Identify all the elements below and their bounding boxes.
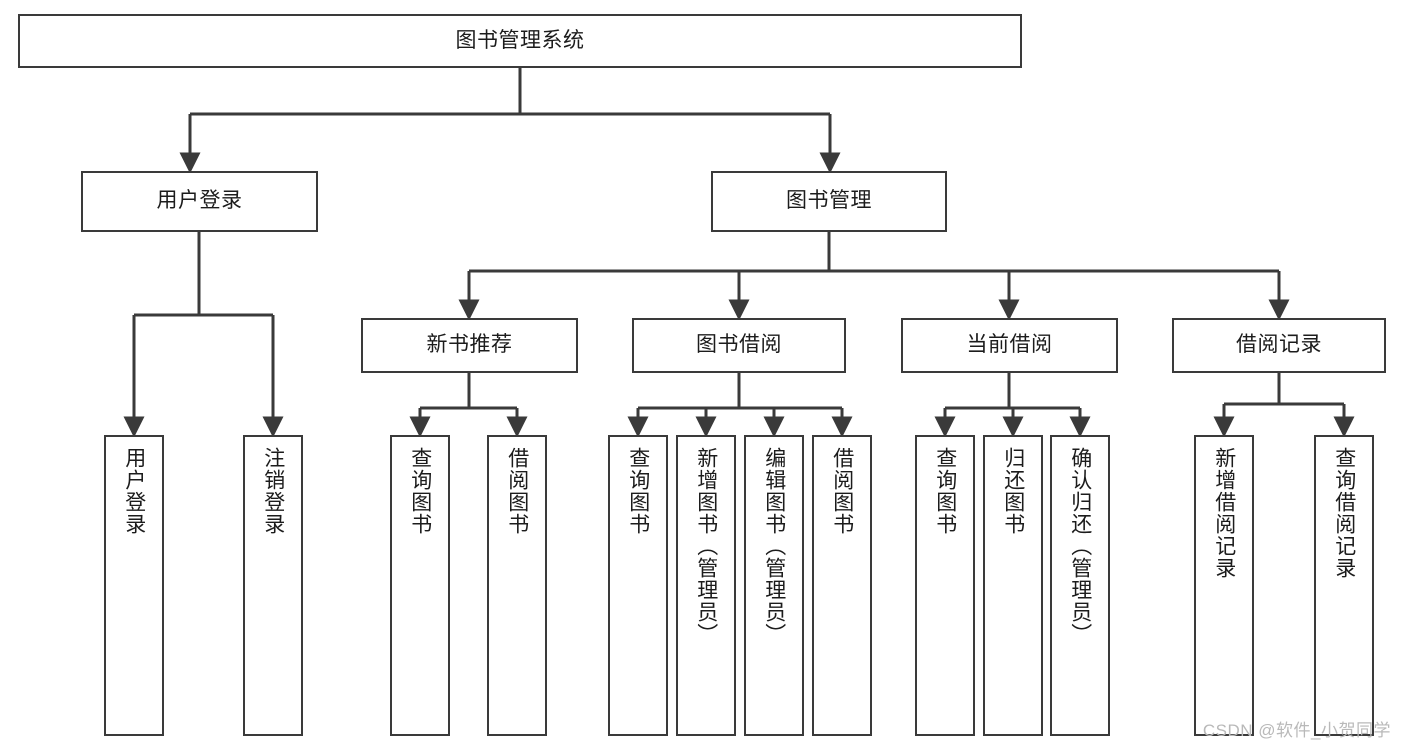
leaf-borrow-record-1-label: 新增借阅记录 (1212, 447, 1236, 579)
leaf-current-borrow-1[interactable]: 查询图书 (915, 435, 975, 736)
leaf-borrow-record-2-label: 查询借阅记录 (1332, 447, 1356, 579)
node-new-book-recommend-label: 新书推荐 (426, 333, 513, 357)
leaf-book-borrow-1-label: 查询图书 (626, 447, 650, 535)
leaf-current-borrow-3[interactable]: 确认归还（管理员） (1050, 435, 1110, 736)
leaf-current-borrow-1-label: 查询图书 (933, 447, 957, 535)
leaf-user-login-2[interactable]: 注销登录 (243, 435, 303, 736)
node-new-book-recommend[interactable]: 新书推荐 (361, 318, 578, 373)
leaf-current-borrow-2[interactable]: 归还图书 (983, 435, 1043, 736)
node-current-borrow-label: 当前借阅 (966, 333, 1053, 357)
leaf-book-borrow-1[interactable]: 查询图书 (608, 435, 668, 736)
node-root[interactable]: 图书管理系统 (18, 14, 1022, 68)
node-root-label: 图书管理系统 (455, 28, 585, 52)
node-book-borrow-label: 图书借阅 (696, 333, 782, 357)
leaf-new-book-1-label: 查询图书 (408, 447, 432, 535)
node-user-login-label: 用户登录 (156, 189, 243, 213)
leaf-user-login-2-label: 注销登录 (261, 447, 285, 535)
leaf-book-borrow-4[interactable]: 借阅图书 (812, 435, 872, 736)
leaf-new-book-2-label: 借阅图书 (505, 447, 529, 535)
leaf-book-borrow-3-label: 编辑图书（管理员） (762, 447, 786, 645)
node-current-borrow[interactable]: 当前借阅 (901, 318, 1118, 373)
leaf-borrow-record-2[interactable]: 查询借阅记录 (1314, 435, 1374, 736)
leaf-book-borrow-4-label: 借阅图书 (830, 447, 854, 535)
leaf-user-login-1-label: 用户登录 (122, 447, 146, 535)
node-borrow-record[interactable]: 借阅记录 (1172, 318, 1386, 373)
node-book-management[interactable]: 图书管理 (711, 171, 947, 232)
leaf-book-borrow-2-label: 新增图书（管理员） (694, 447, 718, 645)
csdn-watermark: CSDN @软件_小贺同学 (1202, 721, 1391, 740)
leaf-borrow-record-1[interactable]: 新增借阅记录 (1194, 435, 1254, 736)
leaf-user-login-1[interactable]: 用户登录 (104, 435, 164, 736)
leaf-current-borrow-2-label: 归还图书 (1001, 447, 1025, 535)
node-book-borrow[interactable]: 图书借阅 (632, 318, 846, 373)
leaf-new-book-2[interactable]: 借阅图书 (487, 435, 547, 736)
node-book-management-label: 图书管理 (786, 189, 872, 213)
node-borrow-record-label: 借阅记录 (1236, 333, 1322, 357)
leaf-book-borrow-2[interactable]: 新增图书（管理员） (676, 435, 736, 736)
node-user-login[interactable]: 用户登录 (81, 171, 318, 232)
leaf-new-book-1[interactable]: 查询图书 (390, 435, 450, 736)
leaf-current-borrow-3-label: 确认归还（管理员） (1068, 447, 1092, 645)
leaf-book-borrow-3[interactable]: 编辑图书（管理员） (744, 435, 804, 736)
